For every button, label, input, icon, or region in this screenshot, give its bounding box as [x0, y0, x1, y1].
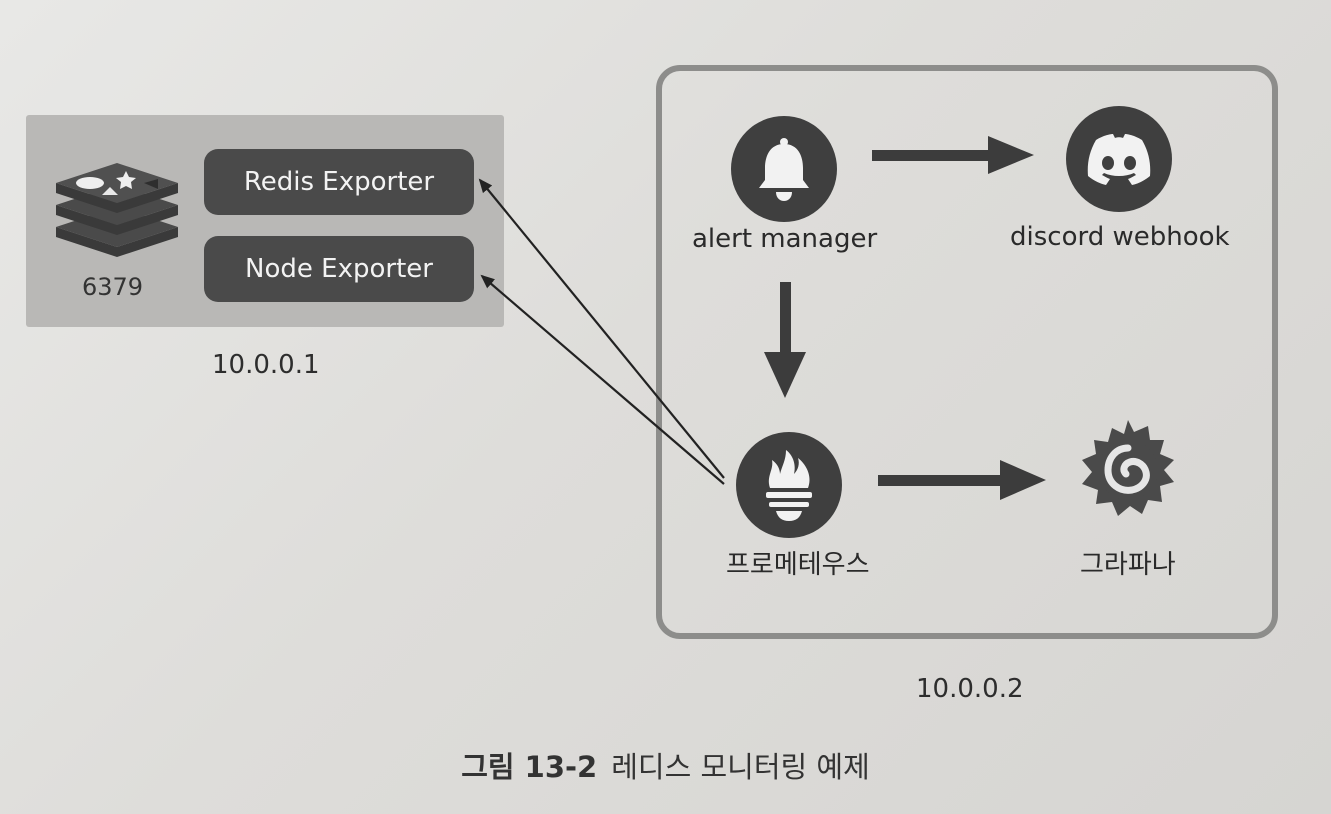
alert-manager-node [731, 116, 837, 222]
arrow-prometheus-to-node-exporter [480, 274, 725, 485]
host-1-box: 6379 Redis Exporter Node Exporter [26, 115, 504, 327]
node-exporter-box: Node Exporter [204, 236, 474, 302]
alert-manager-label: alert manager [692, 224, 878, 254]
arrow-prometheus-to-grafana [878, 460, 1046, 500]
discord-icon [1087, 134, 1151, 185]
redis-exporter-box: Redis Exporter [204, 149, 474, 215]
prometheus-torch-icon [766, 450, 812, 521]
prometheus-node [736, 432, 842, 538]
figure-caption: 그림 13-2 레디스 모니터링 예제 [0, 744, 1331, 786]
discord-node [1066, 106, 1172, 212]
arrow-alert-to-prometheus [764, 282, 806, 398]
redis-icon [56, 163, 178, 257]
bell-icon [759, 138, 809, 201]
figure-title: 레디스 모니터링 예제 [611, 750, 870, 784]
host-2-box [656, 65, 1278, 639]
arrow-alert-to-discord [872, 136, 1034, 174]
host-1-ip: 10.0.0.1 [212, 350, 320, 380]
host-2-ip: 10.0.0.2 [916, 674, 1024, 704]
discord-webhook-label: discord webhook [1010, 222, 1230, 252]
grafana-label: 그라파나 [1080, 550, 1176, 580]
prometheus-label: 프로메테우스 [726, 550, 870, 580]
redis-port-label: 6379 [82, 273, 144, 301]
arrow-prometheus-to-redis-exporter [478, 178, 725, 479]
figure-number: 그림 13-2 [461, 750, 598, 784]
grafana-icon [1082, 420, 1174, 516]
